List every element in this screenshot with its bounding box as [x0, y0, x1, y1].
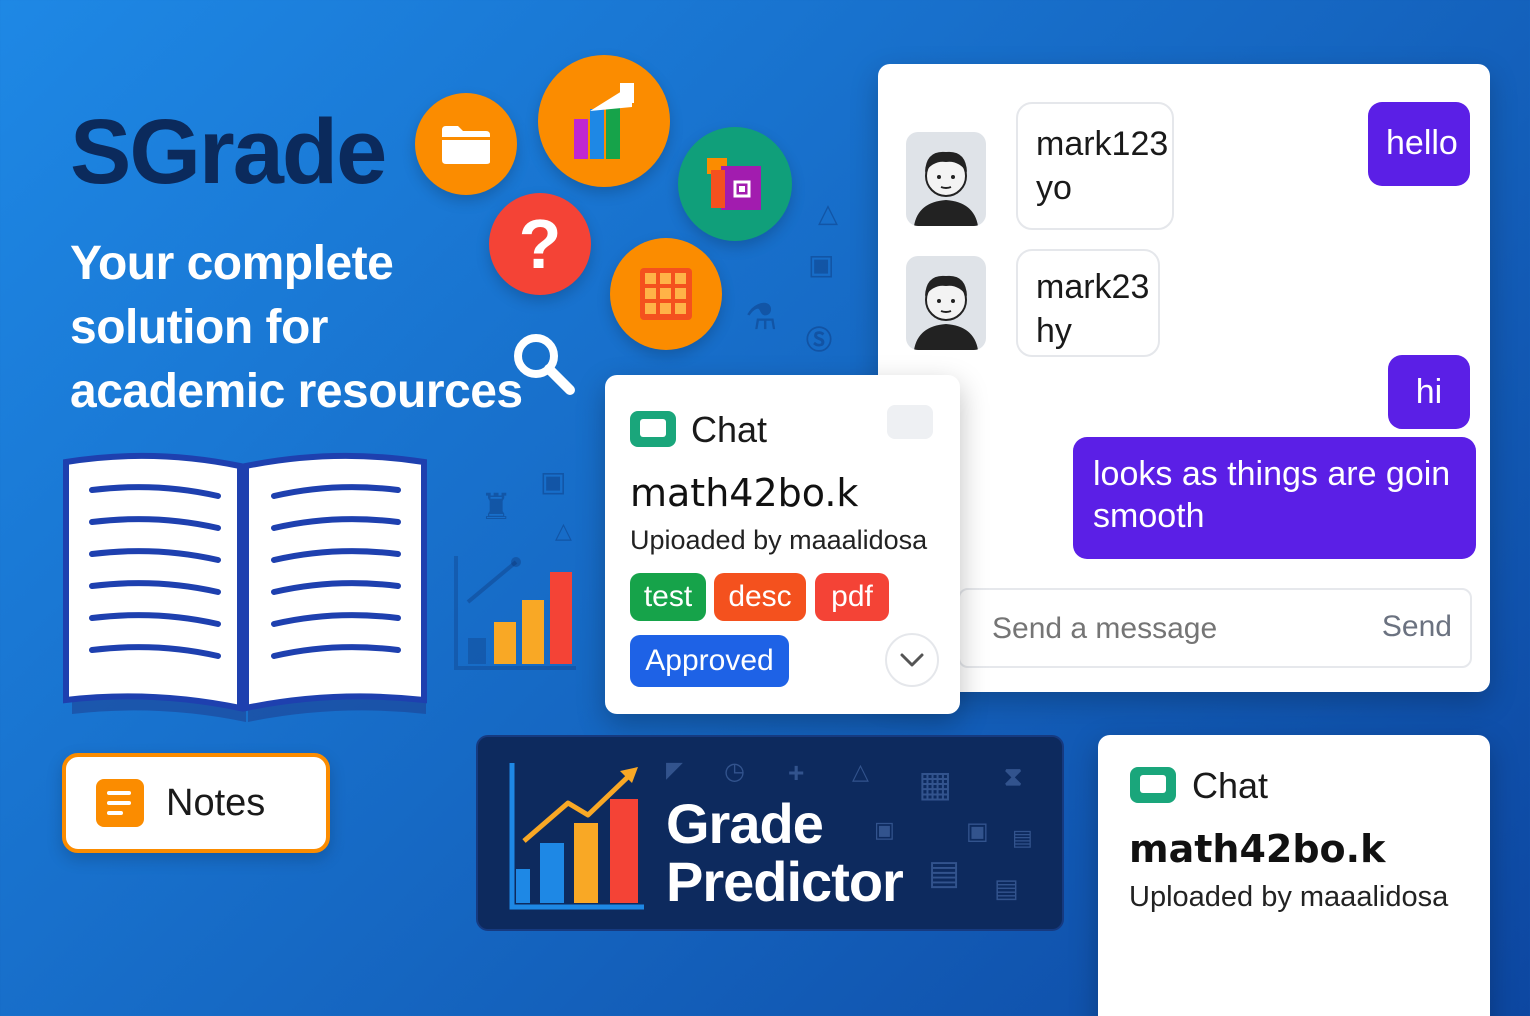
- search-icon: [514, 334, 575, 395]
- outgoing-message: looks as things are goin smooth: [1073, 437, 1476, 559]
- coin-icon: Ⓢ: [806, 325, 833, 355]
- resource-card[interactable]: Chat math42bo.k Upioaded by maaalidosa t…: [605, 375, 960, 714]
- tagline-line-2: solution for: [70, 301, 328, 354]
- notes-icon: [96, 779, 144, 827]
- calculator-icon: ▦: [918, 763, 953, 804]
- document-icon: ▤: [994, 873, 1019, 903]
- card-heading: Chat: [691, 409, 768, 450]
- grid-table-icon: [640, 268, 692, 320]
- folder-bubble: [415, 93, 517, 195]
- grade-predictor-banner[interactable]: Grade Predictor ◤ ◷ + △ ▦ ⧗ ▣ ▣ ▤ ▤ ▤: [476, 735, 1064, 931]
- folder-icon: [442, 126, 490, 164]
- box-bubble: [678, 127, 792, 241]
- uploader-text: Uploaded by maaalidosa: [1129, 881, 1449, 913]
- chevron-down-icon: [900, 653, 924, 667]
- timer-icon: ⧗: [1004, 761, 1023, 791]
- resource-title: math42bo.k: [630, 471, 859, 515]
- image-icon: ▣: [874, 817, 895, 842]
- robot-icon: ♜: [480, 486, 513, 527]
- grid-bubble: [610, 238, 722, 350]
- chat-icon: [1130, 767, 1176, 803]
- grade-predictor-line-1: Grade: [666, 792, 824, 855]
- bar-chart-icon: [574, 83, 634, 159]
- message-text: yo: [1036, 169, 1072, 207]
- tagline-line-3: academic resources: [70, 365, 523, 418]
- message-username: mark123: [1036, 125, 1169, 163]
- image-icon: ▣: [966, 818, 989, 845]
- resource-title: math42bo.k: [1129, 827, 1386, 871]
- tagline-line-1: Your complete: [70, 237, 394, 290]
- triangle-icon: △: [852, 759, 869, 784]
- question-mark-icon: ?: [518, 205, 562, 283]
- message-username: mark23: [1036, 268, 1150, 306]
- open-book-icon: [63, 452, 427, 722]
- notes-button[interactable]: Notes: [62, 753, 330, 853]
- avatar: [906, 256, 986, 350]
- status-badge: Approved: [630, 635, 789, 687]
- grade-predictor-line-2: Predictor: [666, 850, 904, 913]
- incoming-message: mark123 yo: [1016, 102, 1174, 230]
- stats-bubble: [538, 55, 670, 187]
- calendar-icon: ▣: [540, 466, 567, 497]
- message-composer: Send: [958, 588, 1472, 668]
- triangle-icon: △: [818, 198, 838, 228]
- message-text: hy: [1036, 312, 1072, 350]
- chat-icon: [630, 411, 676, 447]
- card-heading: Chat: [1192, 765, 1269, 806]
- brand-title: SGrade: [70, 101, 387, 203]
- message-input[interactable]: [992, 612, 1352, 646]
- trend-chart-icon: [509, 763, 644, 910]
- card-menu-button[interactable]: [887, 405, 933, 439]
- mini-bar-chart-icon: [454, 556, 576, 670]
- help-bubble: ?: [489, 193, 591, 295]
- document-icon: ▤: [1012, 825, 1033, 850]
- tag-test[interactable]: test: [630, 573, 706, 621]
- send-button[interactable]: Send: [1381, 610, 1452, 643]
- triangle-icon: △: [555, 518, 572, 543]
- calendar-icon: ▣: [808, 249, 835, 280]
- expand-button[interactable]: [885, 633, 939, 687]
- message-text: looks as things are goin: [1093, 455, 1451, 493]
- outgoing-message: hi: [1388, 355, 1470, 429]
- flask-icon: ⚗: [745, 296, 778, 337]
- plus-icon: +: [788, 757, 805, 788]
- tag-pdf[interactable]: pdf: [815, 573, 889, 621]
- package-icon: [707, 158, 761, 210]
- uploader-text: Upioaded by maaalidosa: [630, 525, 928, 555]
- document-icon: ▤: [928, 854, 961, 892]
- incoming-message: mark23 hy: [1016, 249, 1160, 357]
- tag-desc[interactable]: desc: [714, 573, 806, 621]
- notes-label: Notes: [166, 781, 266, 824]
- grade-predictor-title: Grade Predictor: [666, 792, 904, 913]
- outgoing-message: hello: [1368, 102, 1470, 186]
- resource-card[interactable]: Chat math42bo.k Uploaded by maaalidosa: [1098, 735, 1490, 1016]
- avatar: [906, 132, 986, 226]
- tagline: Your complete solution for academic reso…: [70, 232, 540, 424]
- clock-icon: ◷: [724, 758, 745, 785]
- cursor-icon: ◤: [666, 757, 683, 782]
- message-text: smooth: [1093, 497, 1205, 535]
- chat-panel: mark123 yo mark23 hy hello hi looks as t…: [878, 64, 1490, 692]
